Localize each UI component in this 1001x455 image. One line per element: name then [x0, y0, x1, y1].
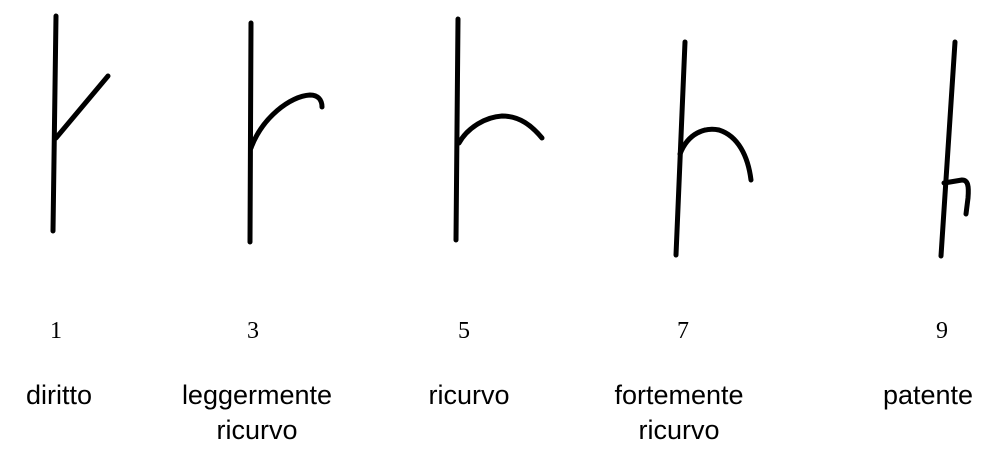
- glyph-5-curved: [453, 16, 545, 243]
- stage-number-3: 3: [247, 318, 259, 344]
- glyph-9-branch: [941, 177, 971, 217]
- glyph-3-slightly-curved: [247, 20, 325, 245]
- glyph-1-branch: [53, 73, 111, 141]
- stage-label-line: patente: [882, 380, 974, 410]
- stage-label-line: fortemente: [614, 380, 744, 410]
- glyph-1-straight: [50, 13, 111, 234]
- stage-number-1: 1: [50, 318, 62, 344]
- stage-label-leggermente-ricurvo: leggermente ricurvo: [147, 378, 367, 448]
- stage-label-patente: patente: [818, 378, 1001, 413]
- stage-label-line: ricurvo: [428, 380, 510, 410]
- glyph-5-stem: [453, 16, 461, 243]
- glyph-9-stem: [938, 39, 958, 259]
- stage-number-9: 9: [936, 318, 948, 344]
- stage-label-line: ricurvo: [216, 415, 298, 445]
- glyph-7-branch: [677, 126, 754, 183]
- glyph-7-strongly-curved: [673, 39, 754, 258]
- stage-label-line: diritto: [25, 380, 93, 410]
- stage-label-line: ricurvo: [638, 415, 720, 445]
- glyph-3-stem: [247, 20, 254, 245]
- stage-label-diritto: diritto: [0, 378, 169, 413]
- glyph-5-branch: [456, 113, 545, 146]
- stage-label-line: leggermente: [181, 380, 333, 410]
- glyph-9-patent: [938, 39, 971, 259]
- stage-number-7: 7: [677, 318, 689, 344]
- glyph-3-branch: [248, 92, 325, 151]
- stage-number-5: 5: [458, 318, 470, 344]
- stage-label-ricurvo: ricurvo: [359, 378, 579, 413]
- stage-label-fortemente-ricurvo: fortemente ricurvo: [569, 378, 789, 448]
- glyph-1-stem: [50, 13, 59, 234]
